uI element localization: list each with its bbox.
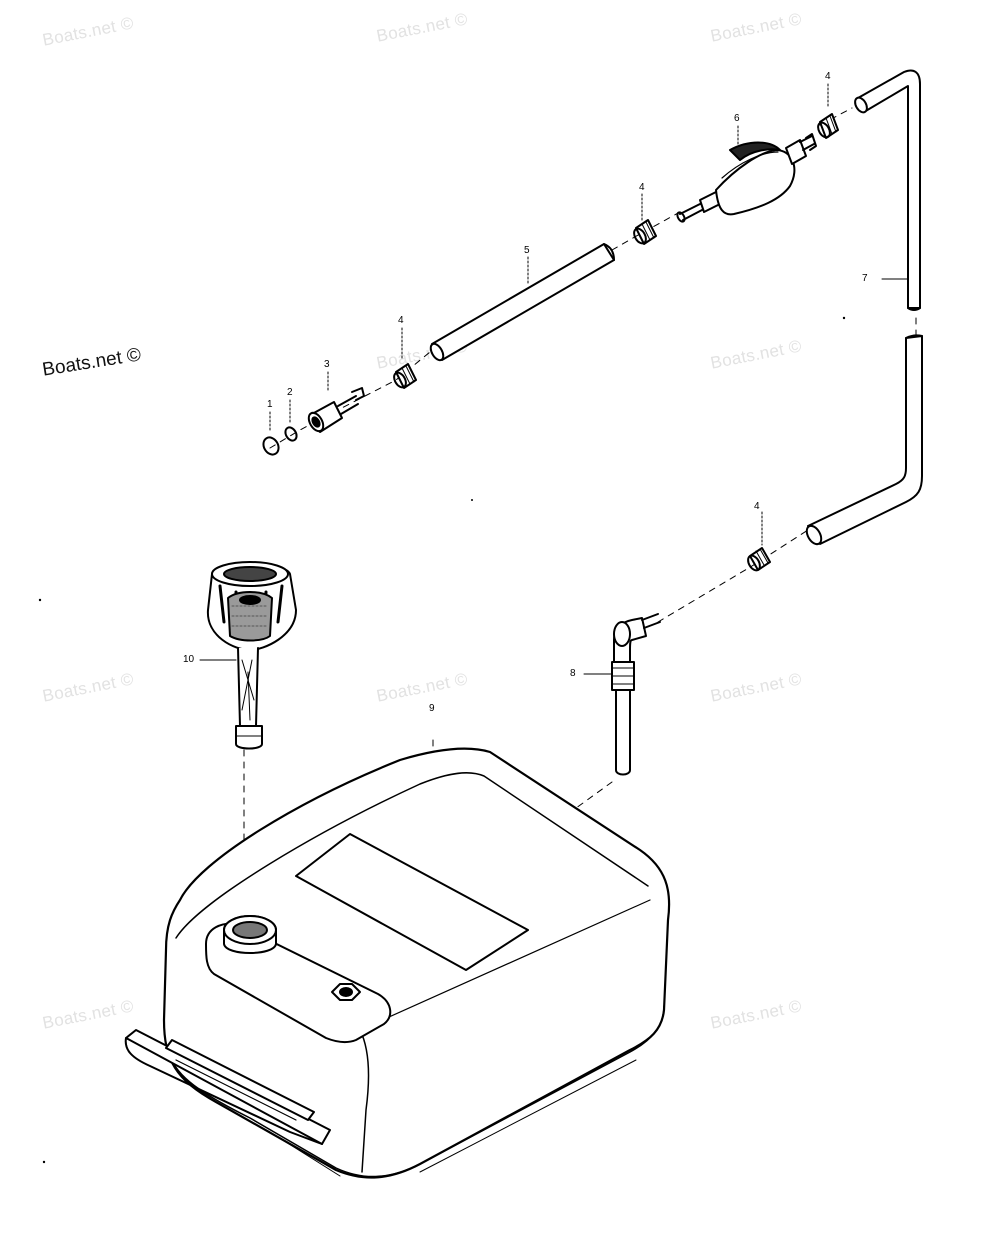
- fuel-pickup: [611, 613, 661, 776]
- callout-2: 2: [287, 387, 293, 398]
- callout-4: 4: [754, 501, 760, 512]
- callout-4: 4: [639, 182, 645, 193]
- callout-9: 9: [429, 703, 435, 714]
- hose-clamp: [633, 219, 657, 245]
- fuel-tank: [124, 747, 671, 1179]
- callout-8: 8: [570, 668, 576, 679]
- fuel-gauge: [206, 561, 297, 750]
- hose-clamp: [817, 113, 839, 139]
- fuel-hose: [429, 243, 615, 362]
- hose-clamp: [747, 547, 771, 572]
- callout-4: 4: [398, 315, 404, 326]
- callout-7: 7: [862, 273, 868, 284]
- callout-1: 1: [267, 399, 273, 410]
- callout-6: 6: [734, 113, 740, 124]
- callout-4: 4: [825, 71, 831, 82]
- callout-3: 3: [324, 359, 330, 370]
- fuel-connector: [307, 387, 365, 433]
- hose-clamp: [393, 363, 417, 389]
- o-ring-2: [284, 426, 298, 442]
- scan-dots: [38, 316, 846, 1164]
- o-ring-1: [262, 436, 280, 456]
- callout-5: 5: [524, 245, 530, 256]
- callout-leaders: [199, 83, 909, 675]
- callout-10: 10: [183, 654, 195, 665]
- primer-bulb: [676, 133, 817, 223]
- fuel-line-bent: [805, 69, 923, 546]
